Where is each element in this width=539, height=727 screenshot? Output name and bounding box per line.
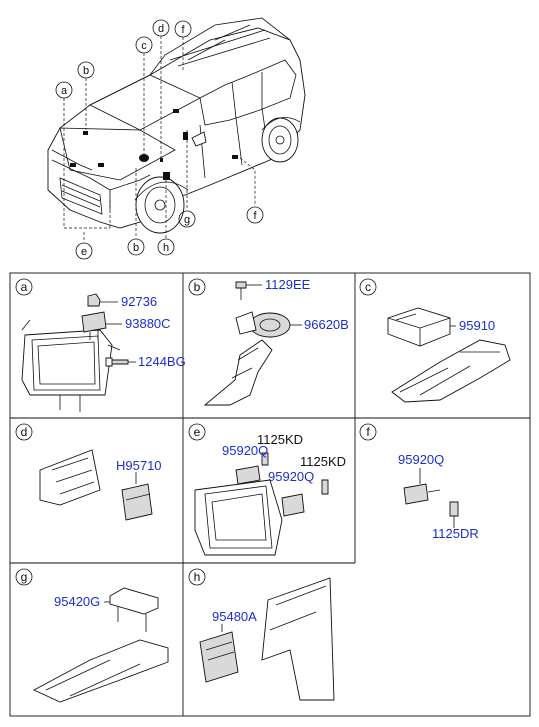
module-95480a bbox=[199, 631, 239, 683]
cell-b: b 1129EE 96620B bbox=[188, 277, 349, 406]
svg-text:h: h bbox=[163, 242, 169, 254]
vehicle-illustration bbox=[47, 17, 306, 242]
sensor-h95710 bbox=[121, 483, 153, 521]
cell-d: d H95710 bbox=[15, 423, 162, 521]
svg-text:c: c bbox=[141, 40, 147, 52]
part-number: 95920Q bbox=[222, 443, 268, 458]
floor-tunnel-g bbox=[32, 639, 169, 703]
cell-letter: h bbox=[194, 570, 201, 584]
car-callout: a bbox=[55, 81, 73, 99]
car-callout: g bbox=[178, 210, 196, 228]
part-number: 1129EE bbox=[265, 277, 311, 292]
part-number: 92736 bbox=[121, 294, 157, 309]
frame-rail bbox=[203, 339, 273, 406]
part-number: 93880C bbox=[125, 316, 171, 331]
clip-92736 bbox=[87, 293, 101, 307]
part-number: 95910 bbox=[459, 318, 495, 333]
floor-tunnel bbox=[391, 339, 511, 403]
part-number: 1244BG bbox=[138, 354, 186, 369]
cell-letter: g bbox=[21, 570, 28, 584]
part-number: 1125KD bbox=[257, 432, 303, 447]
svg-text:f: f bbox=[253, 210, 257, 222]
b-pillar bbox=[261, 577, 335, 701]
svg-text:f: f bbox=[181, 24, 185, 36]
part-number: 95920Q bbox=[268, 469, 314, 484]
car-callout: f bbox=[246, 206, 264, 224]
car-callout: b bbox=[127, 238, 145, 256]
car-callout: h bbox=[157, 238, 175, 256]
bolt-1244bg bbox=[105, 357, 129, 367]
sensor-95920q-right bbox=[281, 493, 305, 517]
cell-c: c 95910 bbox=[359, 278, 511, 403]
parts-grid bbox=[9, 272, 531, 717]
bolt-1125dr bbox=[449, 501, 459, 517]
airbag-module-95910 bbox=[387, 307, 451, 347]
radiator-support bbox=[194, 479, 283, 556]
part-number: 1125DR bbox=[432, 526, 479, 541]
sensor-95920q-left bbox=[235, 465, 261, 485]
cell-h: h 95480A bbox=[188, 568, 335, 701]
cell-e: e 1125KD 95920Q 1125KD 95920Q bbox=[188, 423, 346, 556]
cell-letter: e bbox=[194, 425, 201, 439]
cell-f: f 95920Q 1125DR bbox=[359, 423, 479, 541]
svg-text:b: b bbox=[133, 242, 139, 254]
radiator-bracket bbox=[21, 319, 121, 412]
svg-text:d: d bbox=[158, 23, 164, 35]
pillar-panel bbox=[39, 449, 101, 506]
part-number: 95480A bbox=[212, 609, 257, 624]
cell-a: a 92736 93880C 1244BG bbox=[15, 278, 186, 412]
svg-text:a: a bbox=[61, 85, 68, 97]
cell-letter: a bbox=[21, 280, 28, 294]
bolt-1125kd-right bbox=[321, 479, 329, 495]
horn-96620b bbox=[235, 311, 291, 338]
bolt-1129ee bbox=[235, 281, 247, 300]
car-callout: f bbox=[174, 20, 192, 38]
svg-text:g: g bbox=[184, 214, 190, 226]
bracket-95420g bbox=[109, 587, 159, 632]
sensor-95920q bbox=[403, 483, 441, 505]
bolt-1125kd-left bbox=[261, 452, 269, 466]
cell-letter: c bbox=[365, 280, 371, 294]
svg-text:b: b bbox=[83, 65, 89, 77]
part-number: 96620B bbox=[304, 317, 349, 332]
sensor-93880c bbox=[81, 311, 107, 340]
cell-g: g 95420G bbox=[15, 568, 169, 703]
cell-letter: b bbox=[194, 280, 201, 294]
car-callout: c bbox=[135, 36, 153, 54]
part-number: H95710 bbox=[116, 458, 162, 473]
part-number: 95920Q bbox=[398, 452, 444, 467]
part-number: 1125KD bbox=[300, 454, 346, 469]
car-callout: b bbox=[77, 61, 95, 79]
cell-letter: f bbox=[366, 425, 370, 439]
cell-letter: d bbox=[21, 425, 28, 439]
svg-text:e: e bbox=[81, 246, 87, 258]
car-callout: d bbox=[152, 19, 170, 37]
part-number: 95420G bbox=[54, 594, 100, 609]
car-callout: e bbox=[75, 242, 93, 260]
